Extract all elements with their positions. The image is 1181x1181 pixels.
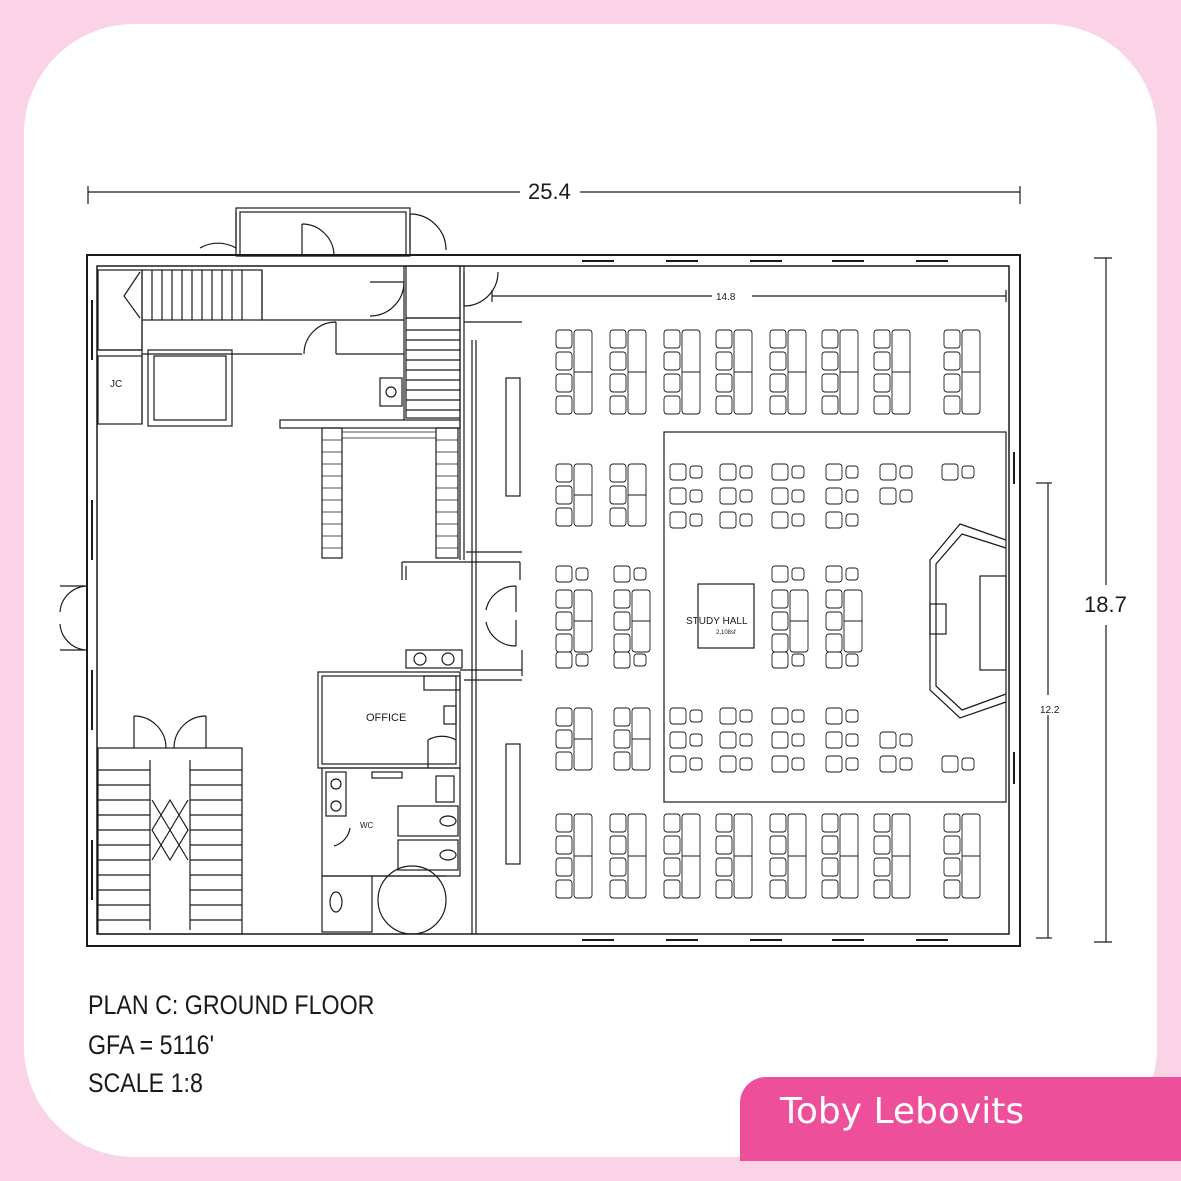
stage bbox=[929, 523, 1007, 719]
stair-bottom-left bbox=[97, 715, 243, 935]
elevator bbox=[147, 349, 233, 427]
author-name: Toby Lebovits bbox=[780, 1091, 1025, 1132]
dimension-label-width: 25.4 bbox=[528, 179, 571, 204]
room-label-study-hall: STUDY HALL bbox=[686, 616, 748, 627]
plan-title: PLAN C: GROUND FLOOR bbox=[88, 990, 375, 1020]
gross-floor-area: GFA = 5116' bbox=[88, 1030, 215, 1060]
room-label-jc: JC bbox=[110, 379, 122, 390]
windows bbox=[91, 260, 1015, 941]
dimension-label-inner-height: 12.2 bbox=[1040, 705, 1060, 716]
plan-scale: SCALE 1:8 bbox=[88, 1068, 203, 1098]
jc-room bbox=[97, 355, 143, 425]
stair-central bbox=[405, 265, 461, 419]
room-label-study-hall-area: 2,108sf bbox=[716, 630, 736, 636]
dimension-label-inner-width: 14.8 bbox=[716, 292, 736, 303]
room-label-wc: WC bbox=[360, 821, 374, 830]
dimension-label-height: 18.7 bbox=[1084, 592, 1127, 617]
outer-wall bbox=[86, 254, 1021, 947]
stair-top-left bbox=[97, 269, 263, 351]
author-tab: Toby Lebovits bbox=[740, 1077, 1181, 1161]
room-label-office: OFFICE bbox=[366, 712, 406, 724]
seating bbox=[555, 329, 981, 899]
wc-room bbox=[321, 767, 461, 877]
